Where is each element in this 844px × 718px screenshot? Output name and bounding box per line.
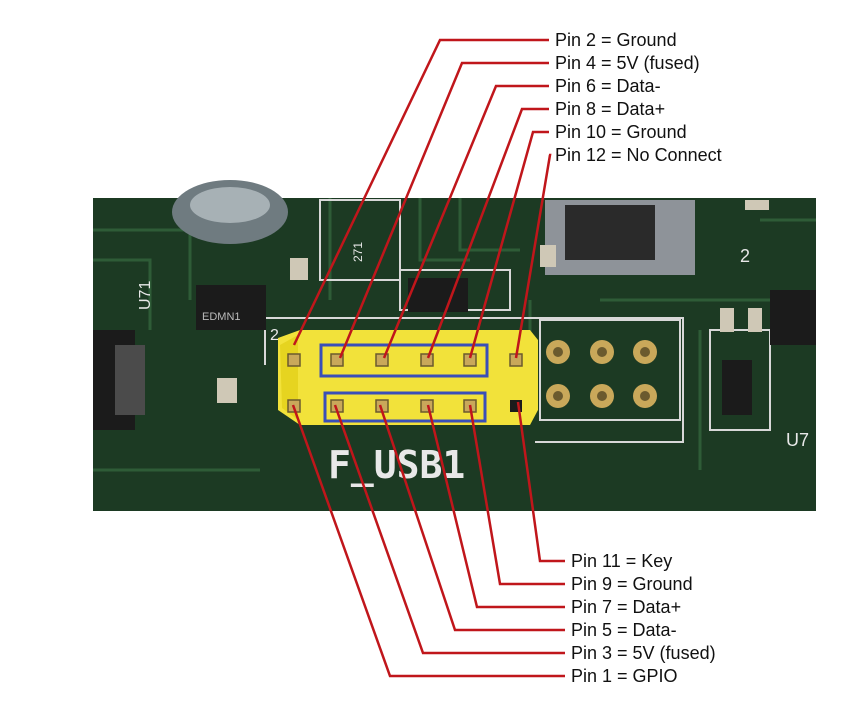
header-pin-2 (287, 353, 301, 367)
chip (196, 285, 266, 330)
label-pin-10: Pin 10 = Ground (555, 122, 687, 142)
through-hole-pads (546, 340, 657, 408)
leader-line-pin-4 (338, 61, 549, 359)
leader-line-pin-6 (382, 84, 549, 359)
leader-line-pin-11 (516, 401, 565, 563)
label-pin-1: Pin 1 = GPIO (571, 666, 678, 686)
silkscreen-pin1-marker: 2 (270, 327, 279, 344)
label-pin-12: Pin 12 = No Connect (555, 145, 722, 165)
header-pin-8 (420, 353, 434, 367)
leader-line-pin-2 (292, 38, 549, 346)
leader-line-pin-8 (426, 107, 549, 359)
label-pin-6: Pin 6 = Data- (555, 76, 661, 96)
leader-line-pin-5 (378, 404, 565, 632)
label-pin-11: Pin 11 = Key (571, 551, 673, 571)
label-pin-2: Pin 2 = Ground (555, 30, 677, 50)
leader-line-pin-1 (291, 404, 565, 678)
silkscreen-271: 271 (351, 242, 365, 262)
label-pin-9: Pin 9 = Ground (571, 574, 693, 594)
leader-line-pin-9 (468, 404, 565, 586)
silkscreen-right-marker: 2 (740, 246, 750, 266)
leader-line-pin-10 (468, 130, 549, 359)
leader-line-pin-12 (514, 153, 552, 359)
pcb-board: F_USB1 2 U71 U7 271 EDMN1 2 (93, 180, 816, 511)
chip-marking: EDMN1 (202, 311, 241, 323)
silkscreen-header-name: F_USB1 (328, 443, 465, 487)
label-pin-7: Pin 7 = Data+ (571, 597, 682, 617)
leader-line-pin-3 (333, 404, 565, 655)
label-pin-5: Pin 5 = Data- (571, 620, 677, 640)
label-pin-8: Pin 8 = Data+ (555, 99, 666, 119)
silkscreen-u71: U71 (137, 281, 154, 310)
silkscreen-u7: U7 (786, 430, 809, 450)
data-pins-bottom-highlight (323, 391, 487, 423)
usb-header (278, 330, 538, 425)
leader-line-pin-7 (426, 404, 565, 609)
data-pins-top-highlight (319, 343, 489, 378)
label-pin-4: Pin 4 = 5V (fused) (555, 53, 700, 73)
label-pin-3: Pin 3 = 5V (fused) (571, 643, 716, 663)
leader-lines (291, 38, 565, 678)
